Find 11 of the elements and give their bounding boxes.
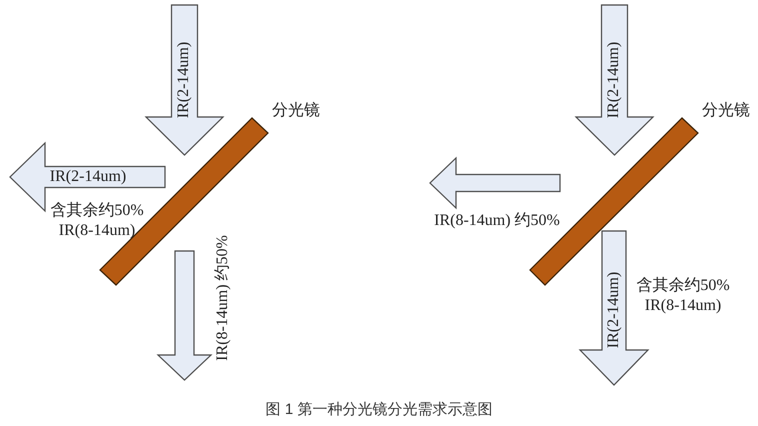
beam-label: IR(2-14um) [605,42,623,118]
splitter-label: 分光镜 [702,102,750,120]
beam-label: IR(2-14um) [175,42,193,118]
beam-note: 含其余约50% IR(8-14um) [49,201,145,241]
beam-note: IR(8-14um) 约50% [214,235,232,361]
beam-label: IR(2-14um) [605,272,623,348]
beam-note: 含其余约50% IR(8-14um) [635,276,731,316]
figure-caption: 图 1 第一种分光镜分光需求示意图 [266,401,492,419]
beam-note: IR(8-14um) 约50% [434,212,560,230]
splitter-label: 分光镜 [272,102,320,120]
beam-label: IR(2-14um) [50,168,126,186]
